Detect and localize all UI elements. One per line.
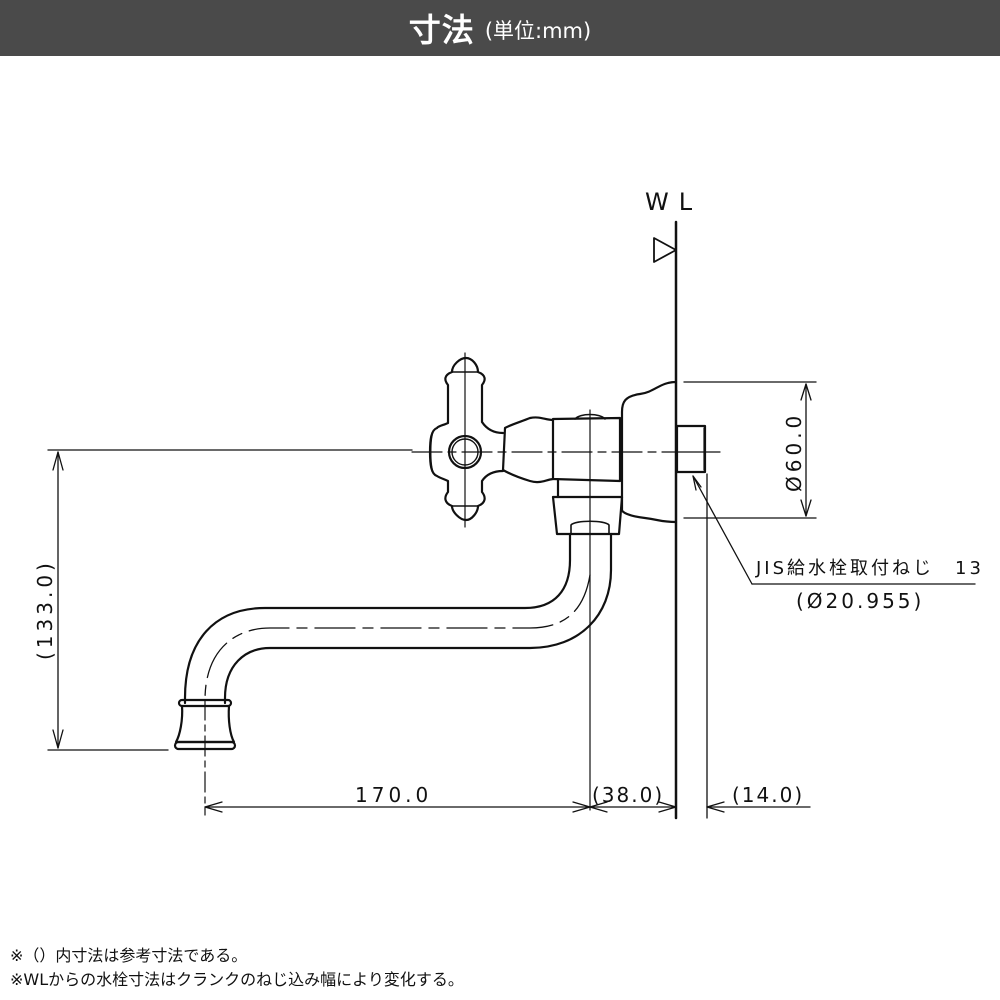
callout-line2: (Ø20.955) xyxy=(796,589,924,613)
dim-body-depth-label: (38.0) xyxy=(592,783,664,807)
dimension-flange xyxy=(800,383,812,517)
callout-line1: JIS給水栓取付ねじ 13 xyxy=(755,558,984,579)
thread-fitting xyxy=(675,424,707,474)
dimension-height xyxy=(52,451,64,749)
valve-body xyxy=(551,416,622,483)
wl-label: WL xyxy=(645,188,702,216)
callout-leader xyxy=(692,475,976,585)
spout-centerline xyxy=(204,574,591,701)
wl-marker-triangle xyxy=(653,237,677,263)
header-bar: 寸法 (単位:mm) xyxy=(0,0,1000,56)
dim-thread-length-label: (14.0) xyxy=(732,783,804,807)
spout-connector xyxy=(551,495,624,536)
header-title: 寸法 xyxy=(408,11,475,49)
dimension-horizontal xyxy=(204,801,811,813)
dim-flange-label: Ø60.0 xyxy=(782,412,806,492)
dim-height-label: (133.0) xyxy=(33,559,57,660)
bonnet xyxy=(501,416,555,484)
header-unit: (単位:mm) xyxy=(484,19,592,43)
note-item: ※WLからの水栓寸法はクランクのねじ込み幅により変化する。 xyxy=(10,970,464,989)
spout-pipe xyxy=(183,532,572,705)
notes: ※（）内寸法は参考寸法である。 ※WLからの水栓寸法はクランクのねじ込み幅により… xyxy=(10,944,464,992)
dim-spout-length-label: 170.0 xyxy=(355,783,432,807)
note-item: ※（）内寸法は参考寸法である。 xyxy=(10,946,248,965)
wall-flange xyxy=(620,380,678,524)
